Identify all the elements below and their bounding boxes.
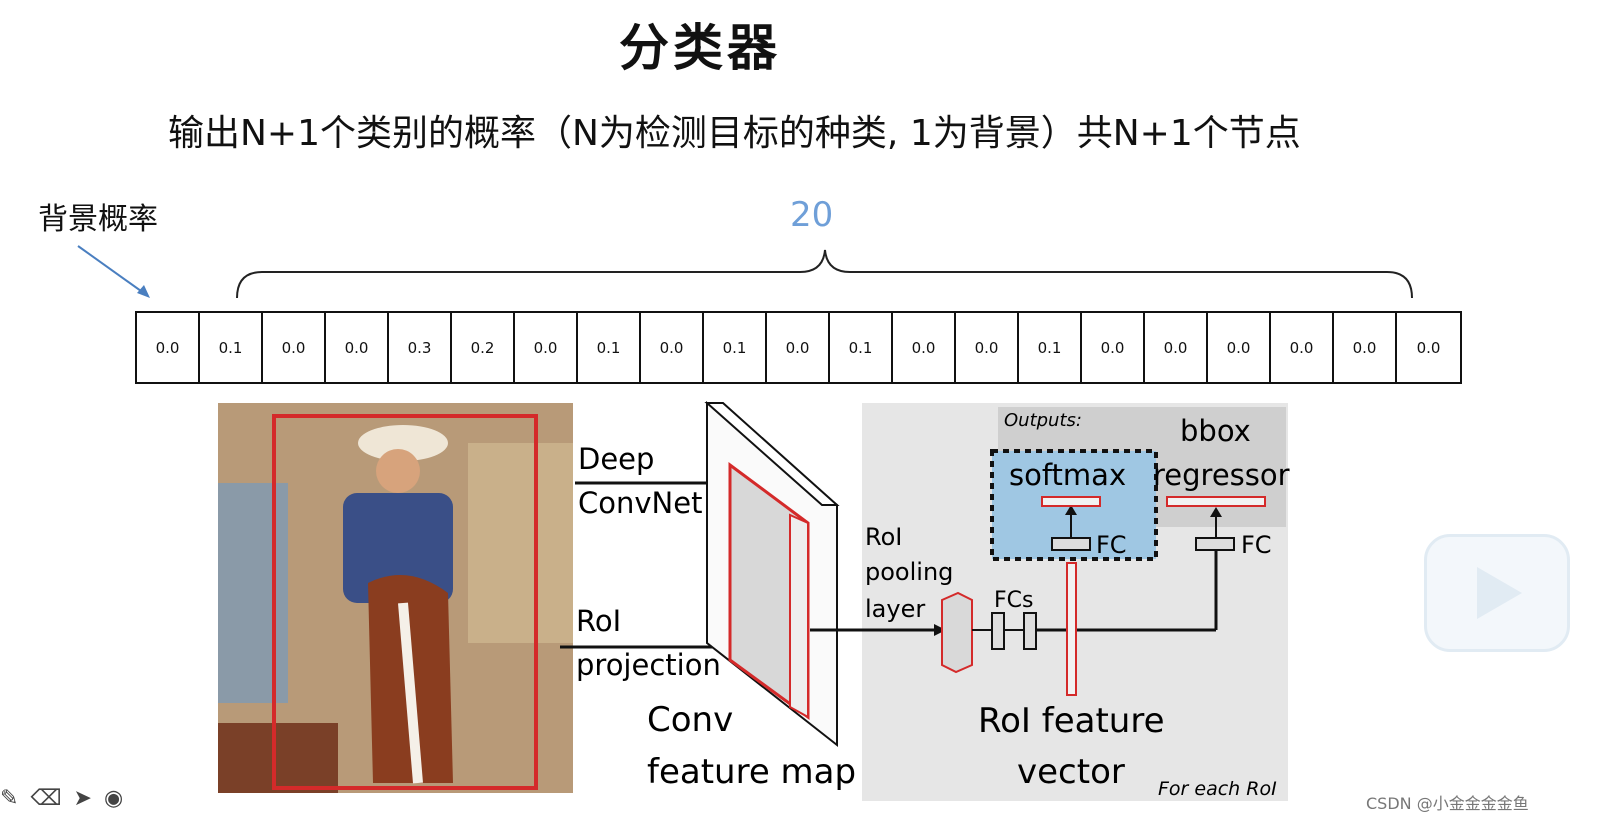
probability-cell: 0.3 — [389, 313, 452, 382]
fc-layer-2 — [1024, 613, 1036, 649]
probability-cell: 0.0 — [326, 313, 389, 382]
probability-cell: 0.0 — [956, 313, 1019, 382]
probability-cell: 0.1 — [578, 313, 641, 382]
regressor-label: regressor — [1153, 458, 1290, 492]
bbox-output — [1167, 497, 1265, 506]
fc-softmax — [1052, 538, 1090, 550]
probability-cell: 0.0 — [1271, 313, 1334, 382]
roi-pooling-label-3: layer — [865, 595, 925, 623]
class-brace — [237, 250, 1412, 298]
presentation-toolbar[interactable]: ✎⌫➤◉ — [0, 786, 135, 811]
probability-cell: 0.0 — [641, 313, 704, 382]
probability-cell: 0.0 — [1334, 313, 1397, 382]
record-icon[interactable]: ◉ — [104, 786, 135, 811]
probability-cell: 0.0 — [767, 313, 830, 382]
probability-cell: 0.0 — [1145, 313, 1208, 382]
bbox-label: bbox — [1180, 414, 1251, 448]
probability-cell: 0.0 — [1208, 313, 1271, 382]
class-count: 20 — [790, 195, 833, 235]
conv-label: Conv — [647, 700, 733, 740]
pointer-icon[interactable]: ➤ — [74, 786, 104, 811]
fcs-label: FCs — [994, 588, 1033, 613]
roi-pooling-label-2: pooling — [865, 558, 953, 586]
fence-panel — [218, 483, 288, 703]
roi-label: RoI — [576, 604, 621, 638]
fast-rcnn-architecture: Deep ConvNet RoI projection Conv feature… — [560, 395, 1300, 815]
probability-cell: 0.2 — [452, 313, 515, 382]
softmax-label: softmax — [1009, 458, 1126, 492]
probability-cell: 0.0 — [893, 313, 956, 382]
fc-softmax-label: FC — [1096, 531, 1127, 559]
softmax-output — [1042, 497, 1100, 506]
play-triangle-icon — [1427, 537, 1567, 649]
projection-label: projection — [576, 648, 721, 682]
probability-cell: 0.1 — [830, 313, 893, 382]
fc-bbox — [1196, 538, 1234, 550]
probability-cell: 0.0 — [263, 313, 326, 382]
rider-face — [376, 449, 420, 493]
probability-cell: 0.0 — [137, 313, 200, 382]
probability-cell: 0.1 — [1019, 313, 1082, 382]
background-arrow-line — [78, 246, 148, 296]
probability-cell: 0.0 — [515, 313, 578, 382]
background-arrow-head — [137, 285, 150, 298]
roi-feature-vector — [1067, 563, 1076, 695]
roi-pooling-label-1: RoI — [865, 523, 902, 551]
probability-cell: 0.0 — [1082, 313, 1145, 382]
probability-cell: 0.1 — [200, 313, 263, 382]
feature-map-label: feature map — [647, 752, 856, 792]
deep-label: Deep — [578, 442, 654, 476]
for-each-roi-label: For each RoI — [1158, 778, 1277, 800]
roi-feature-label: RoI feature — [978, 701, 1165, 741]
convnet-label: ConvNet — [578, 486, 702, 520]
pooled-feature — [942, 593, 972, 672]
probability-cell: 0.0 — [1397, 313, 1460, 382]
eraser-icon[interactable]: ⌫ — [30, 786, 73, 811]
probability-cell: 0.1 — [704, 313, 767, 382]
outputs-label: Outputs: — [1004, 410, 1082, 431]
fc-bbox-label: FC — [1241, 531, 1272, 559]
pen-icon[interactable]: ✎ — [0, 786, 30, 811]
vector-label: vector — [1017, 752, 1125, 792]
fc-layer-1 — [992, 613, 1004, 649]
rider-illustration — [218, 403, 573, 793]
input-image — [218, 403, 573, 793]
bilibili-play-icon[interactable] — [1424, 534, 1570, 652]
csdn-watermark: CSDN @小金金金金鱼 — [1366, 790, 1529, 814]
